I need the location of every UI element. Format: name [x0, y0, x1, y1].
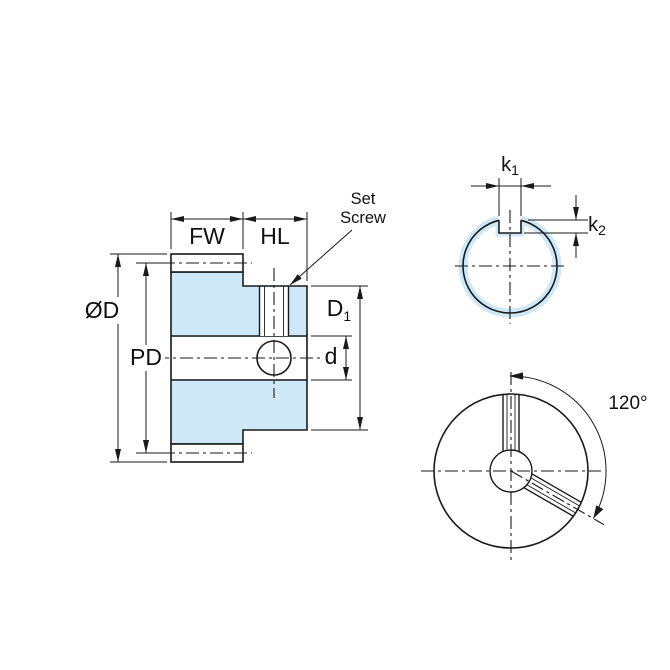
angle-arc-arrow-top: [509, 372, 523, 380]
keyway-depth-label: k2: [588, 214, 606, 238]
angle-dimension-arc: [510, 375, 607, 519]
fw-dimension-label: FW: [189, 223, 225, 249]
set-screw-leader: [289, 229, 353, 286]
hub-diameter-label: D1: [327, 295, 352, 324]
slot-thread-left: [530, 477, 580, 507]
keyway-detail-view: k1 k2: [455, 154, 606, 324]
slot-thread-right: [526, 484, 576, 514]
hub-diameter-label-base: D: [327, 295, 344, 321]
set-screw-label-line1: Set: [351, 190, 376, 208]
bore-diameter-label: d: [325, 343, 338, 369]
slot-left: [531, 473, 582, 503]
pd-label-bg: [127, 345, 165, 371]
keyway-width-label: k1: [501, 154, 519, 178]
front-view-angled-centerline: [510, 470, 605, 526]
slot-right: [523, 487, 574, 517]
side-section-view: [156, 253, 322, 463]
hub-diameter-label-sub: 1: [343, 308, 351, 324]
set-screw-hole-top: [502, 394, 520, 452]
keyway-width-label-base: k: [501, 154, 512, 176]
side-view-dimensions: FW HL ØD PD D1 d Set Screw: [79, 190, 386, 463]
set-screw-hole-120: [523, 473, 582, 517]
hl-dimension-label: HL: [260, 223, 290, 249]
keyway-notch-outline: [498, 220, 522, 234]
set-screw-angle-label: 120°: [608, 393, 647, 414]
angle-arc-arrow-bottom: [593, 505, 604, 519]
front-view: 120°: [421, 372, 648, 560]
od-label-bg: [79, 297, 126, 324]
set-screw-label-line2: Screw: [340, 209, 386, 227]
pitch-diameter-label: PD: [130, 344, 162, 370]
keyway-width-label-sub: 1: [511, 162, 519, 178]
keyway-depth-label-base: k: [588, 214, 599, 236]
keyway-depth-label-sub: 2: [598, 222, 606, 238]
outer-diameter-label: ØD: [85, 297, 120, 323]
